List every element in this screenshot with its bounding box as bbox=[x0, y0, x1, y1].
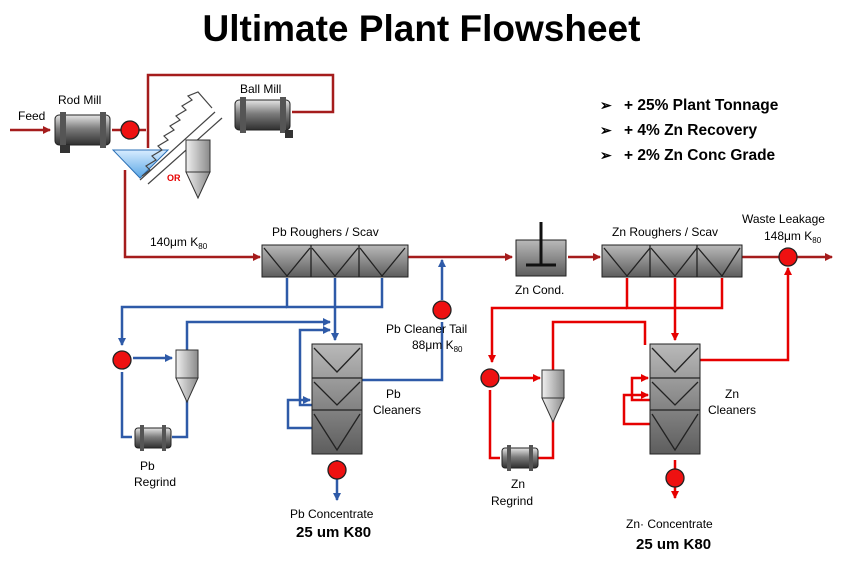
zn-regrind-label-line1: Zn bbox=[511, 477, 525, 491]
zn-roughers-label: Zn Roughers / Scav bbox=[612, 225, 718, 239]
pb-cleaners-label-line2: Cleaners bbox=[373, 403, 421, 417]
pb-cleaner-tail-return bbox=[298, 326, 331, 407]
pb-concentrate-size-label: 25 um K80 bbox=[296, 524, 371, 541]
zn-conditioner-label: Zn Cond. bbox=[515, 283, 564, 297]
sample-point-zn-concentrate bbox=[665, 468, 685, 488]
ball-mill-recycle-stream bbox=[146, 73, 335, 148]
zn-regrind-label-line2: Regrind bbox=[491, 494, 533, 508]
grind-size-label: 140μm K80 bbox=[150, 235, 208, 251]
feed-label: Feed bbox=[18, 109, 45, 123]
sample-point-pb-regrind bbox=[112, 350, 132, 370]
zn-cleaners-label-line2: Cleaners bbox=[708, 403, 756, 417]
zn-concentrate-label: Zn· Concentrate bbox=[626, 517, 713, 531]
benefits-list: ➢ + 25% Plant Tonnage ➢ + 4% Zn Recovery ➢… bbox=[600, 94, 778, 169]
zn-cleaner-cells bbox=[649, 343, 701, 455]
sample-point-pb-cleaner-tail bbox=[432, 300, 452, 320]
page-title: Ultimate Plant Flowsheet bbox=[202, 8, 641, 49]
pb-regrind-label-line2: Regrind bbox=[134, 475, 176, 489]
pb-regrind-mill bbox=[134, 425, 172, 451]
sample-point-rod-mill-discharge bbox=[120, 120, 140, 140]
sample-points bbox=[112, 120, 798, 488]
pb-rougher-conc-to-regrind bbox=[118, 305, 287, 346]
pb-cleaners-label-line1: Pb bbox=[386, 387, 401, 401]
pb-roughers-label: Pb Roughers / Scav bbox=[272, 225, 379, 239]
screen-undersize-stream bbox=[123, 170, 261, 261]
benefit-item-grade: ➢ + 2% Zn Conc Grade bbox=[600, 144, 778, 169]
zn-regrind-cyclone bbox=[541, 369, 565, 424]
pb-regrind-label-line1: Pb bbox=[140, 459, 155, 473]
zn-cyclone-overflow bbox=[551, 320, 647, 370]
ball-mill-label: Ball Mill bbox=[240, 82, 281, 96]
ball-mill bbox=[234, 97, 293, 138]
sample-point-pb-concentrate bbox=[327, 460, 347, 480]
benefit-text: + 4% Zn Recovery bbox=[624, 122, 758, 139]
zn-rougher-cells bbox=[601, 244, 743, 278]
zn-concentrate-size-label: 25 um K80 bbox=[636, 536, 711, 553]
pb-circuit-streams bbox=[118, 259, 446, 501]
arrow-bullet-icon: ➢ bbox=[600, 122, 612, 138]
zn-cyclone-underflow bbox=[538, 420, 555, 460]
zn-circuit-streams bbox=[488, 267, 792, 499]
pb-regrind-cyclone bbox=[175, 349, 199, 404]
arrow-bullet-icon: ➢ bbox=[600, 97, 612, 113]
rod-mill-label: Rod Mill bbox=[58, 93, 101, 107]
zn-rougher-conc-to-regrind bbox=[488, 306, 627, 363]
grinding-circuit-streams bbox=[10, 73, 833, 261]
pb-rougher-cells bbox=[261, 244, 409, 278]
screen-classifier bbox=[111, 91, 223, 185]
pb-cleaner-cells bbox=[311, 343, 363, 455]
waste-size-label: 148μm K80 bbox=[764, 229, 822, 245]
arrow-bullet-icon: ➢ bbox=[600, 147, 612, 163]
waste-leakage-label: Waste Leakage bbox=[742, 212, 825, 226]
pb-cleaner-tail-feed bbox=[361, 322, 444, 382]
zn-cleaners-label-line1: Zn bbox=[725, 387, 739, 401]
pb-cyclone-overflow bbox=[185, 318, 331, 350]
benefit-text: + 25% Plant Tonnage bbox=[624, 97, 779, 114]
zn-conditioner bbox=[515, 222, 567, 277]
benefit-item-tonnage: ➢ + 25% Plant Tonnage bbox=[600, 94, 778, 119]
benefit-text: + 2% Zn Conc Grade bbox=[624, 147, 776, 164]
zn-cleaner-tail-to-waste bbox=[700, 267, 792, 362]
or-label: OR bbox=[167, 173, 181, 183]
zn-regrind-loop-up bbox=[488, 390, 500, 460]
cyclone-classifier bbox=[185, 139, 211, 200]
pb-concentrate-label: Pb Concentrate bbox=[290, 507, 374, 521]
zn-cleaner-recirc bbox=[622, 391, 650, 426]
rod-mill bbox=[54, 112, 111, 153]
zn-regrind-mill bbox=[501, 445, 539, 471]
benefit-item-recovery: ➢ + 4% Zn Recovery bbox=[600, 119, 778, 144]
sample-point-zn-regrind bbox=[480, 368, 500, 388]
pb-cleaner-recirc bbox=[286, 396, 312, 430]
sample-point-waste-leakage bbox=[778, 247, 798, 267]
pb-cleaner-tail-size-label: 88μm K80 bbox=[412, 338, 463, 354]
pb-cleaner-tail-label: Pb Cleaner Tail bbox=[386, 322, 467, 336]
zn-cleaner-tail-return bbox=[630, 374, 650, 402]
pb-cyclone-underflow bbox=[172, 400, 189, 439]
pb-regrind-loop-up bbox=[120, 372, 132, 439]
